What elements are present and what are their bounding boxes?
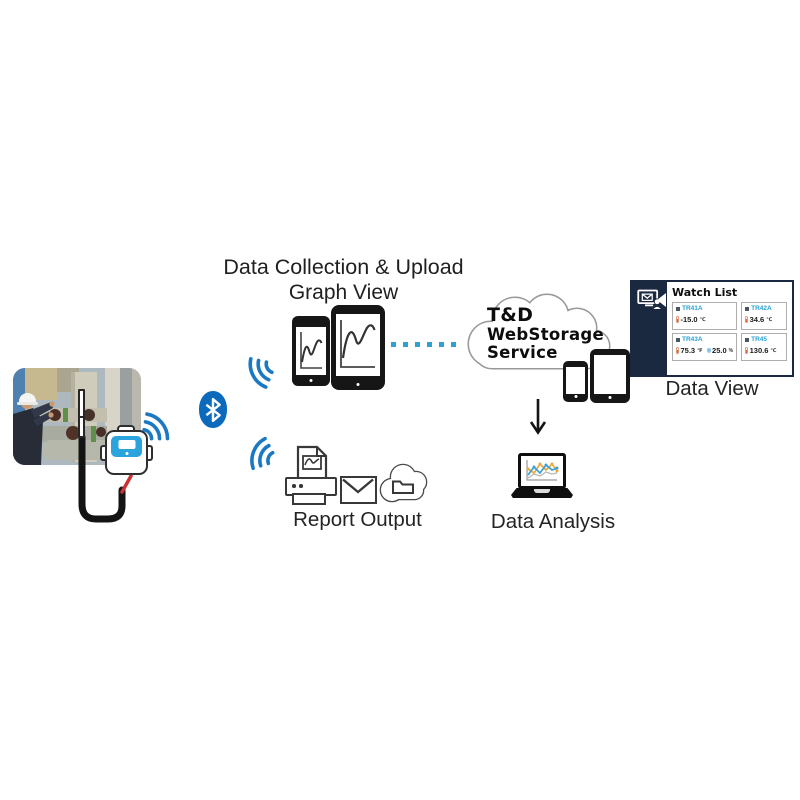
watch-card: TR45 130.6 ℃ <box>741 333 787 361</box>
watch-list-sidebar <box>632 282 667 375</box>
cloud-name-line2: WebStorage <box>487 324 604 344</box>
data-logger-device <box>100 425 153 475</box>
watch-list-content: Watch List TR41A -15.0 ℃ TR42A 34.6 ℃ <box>667 282 792 375</box>
channel-name: TR43A <box>682 336 703 343</box>
watch-card: TR41A -15.0 ℃ <box>672 302 738 330</box>
watch-card: TR42A 34.6 ℃ <box>741 302 787 330</box>
reading-unit: ℃ <box>770 347 777 354</box>
watch-list-grid: TR41A -15.0 ℃ TR42A 34.6 ℃ TR43A <box>672 302 787 361</box>
thermometer-icon <box>676 316 679 323</box>
reading-unit: ℃ <box>699 316 706 323</box>
watch-list-panel: Watch List TR41A -15.0 ℃ TR42A 34.6 ℃ <box>630 280 794 377</box>
cloud-name-line1: T&D <box>487 304 534 326</box>
tablet-graph-icon <box>331 305 385 390</box>
cloud-folder-icon <box>379 463 428 503</box>
home-button <box>356 383 360 386</box>
laptop-base <box>511 488 573 498</box>
reading-value: -15.0 <box>680 315 698 324</box>
data-analysis-label: Data Analysis <box>490 510 616 533</box>
smartphone-icon <box>563 361 588 402</box>
phone-graph-screen <box>296 327 326 375</box>
report-document-icon <box>296 445 328 483</box>
watch-list-title: Watch List <box>672 286 738 299</box>
humidity-icon <box>706 348 711 353</box>
home-button <box>608 396 612 399</box>
laptop-analysis-icon <box>511 453 573 503</box>
tablet-icon <box>590 349 630 403</box>
down-arrow-icon <box>529 399 547 435</box>
collection-title-line1: Data Collection & Upload <box>223 255 464 279</box>
logger-mini-icon <box>745 306 750 311</box>
thermometer-icon <box>745 316 749 323</box>
thermometer-icon <box>676 347 679 354</box>
sensor-cable <box>78 433 133 523</box>
wireless-signal-icon <box>248 357 274 389</box>
printer-tray <box>292 493 326 505</box>
data-view-label: Data View <box>665 377 759 400</box>
watch-card: TR43A 75.3 ℉ 25.0 % <box>672 333 738 361</box>
laptop-screen <box>518 453 566 489</box>
collection-title: Data Collection & Upload Graph View <box>206 254 481 306</box>
wireless-signal-icon <box>250 436 275 471</box>
wireless-signal-icon <box>142 412 170 441</box>
tablet-graph-screen <box>336 314 380 376</box>
laptop-notch <box>534 489 550 493</box>
reading-value: 34.6 <box>749 315 765 324</box>
sidebar-notch <box>657 293 666 307</box>
reading-unit: ℃ <box>766 316 773 323</box>
collection-title-line2: Graph View <box>288 281 399 305</box>
sensor-probe <box>78 389 85 438</box>
thermometer-icon <box>745 347 749 354</box>
smartphone-graph-icon <box>292 316 330 386</box>
channel-name: TR42A <box>751 305 772 312</box>
channel-name: TR45 <box>751 336 768 343</box>
logger-mini-icon <box>676 306 680 311</box>
home-button <box>309 379 313 382</box>
envelope-icon <box>340 476 377 504</box>
dotted-connection-line <box>391 342 463 347</box>
reading-value: 25.0 <box>712 346 727 355</box>
cloud-name-line3: Service <box>487 343 558 363</box>
logger-screen <box>111 436 142 457</box>
logger-mini-icon <box>676 337 680 342</box>
cloud-service-name: T&D WebStorage Service <box>487 305 604 362</box>
reading-value: 75.3 <box>680 346 696 355</box>
logger-mini-icon <box>745 337 750 342</box>
logger-display <box>118 440 135 449</box>
logger-body <box>105 430 148 475</box>
reading-unit: % <box>728 347 734 354</box>
bluetooth-icon <box>199 391 227 428</box>
reading-unit: ℉ <box>697 347 703 354</box>
channel-name: TR41A <box>682 305 703 312</box>
logger-button <box>125 451 128 455</box>
report-output-label: Report Output <box>293 508 422 531</box>
home-button <box>574 395 577 398</box>
reading-value: 130.6 <box>749 346 769 355</box>
